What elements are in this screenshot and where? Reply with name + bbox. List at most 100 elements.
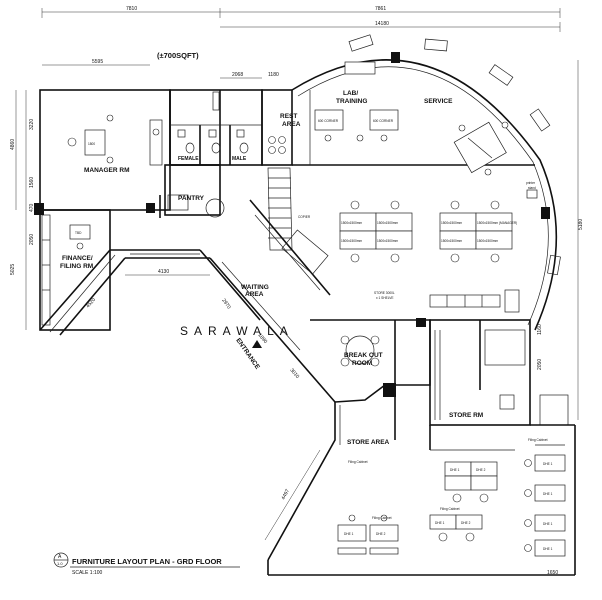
- workstation-cluster-right: [439, 200, 513, 263]
- room-label-manager: MANAGER RM: [84, 167, 130, 174]
- dim-right-2050: 2050: [537, 359, 543, 370]
- curved-office-walls: [291, 34, 561, 331]
- printer-label-2: stand: [528, 186, 536, 190]
- service-desks: [453, 121, 509, 176]
- dim-diag-4497: 4497: [280, 488, 291, 501]
- store-desk-c: DHE 1: [435, 521, 445, 525]
- store-note-1: STORE 3000L: [374, 291, 395, 295]
- drawing-title: FURNITURE LAYOUT PLAN - GRD FLOOR: [72, 557, 222, 566]
- staircase: [249, 167, 331, 296]
- right-desk-1: DHE 1: [543, 462, 553, 466]
- title-marker-top: A: [58, 554, 62, 560]
- store-area: [264, 397, 576, 576]
- dim-rest-width: 1180: [268, 72, 279, 78]
- store-desk-b: DHE 2: [476, 468, 486, 472]
- room-label-male: MALE: [232, 156, 247, 162]
- ws-label-4: 1500x1500mm: [377, 239, 398, 243]
- dim-mid-4130: 4130: [158, 269, 169, 275]
- area-note: (±700SQFT): [157, 51, 199, 60]
- finance-desk: [69, 224, 91, 240]
- dim-manager-width: 5595: [92, 59, 103, 65]
- dim-top-right: 7861: [375, 6, 386, 12]
- entrance-arrow-icon: [252, 340, 262, 348]
- room-label-service: SERVICE: [424, 98, 453, 105]
- store-desk-f: DHE 2: [376, 532, 386, 536]
- filing-cabinet-2: Filing Cabinet: [440, 507, 460, 511]
- manager-desk: [84, 129, 106, 156]
- dim-left-1560: 1560: [29, 177, 35, 188]
- filing-cabinet-1: Filing Cabinet: [372, 516, 392, 520]
- mid-cabinets: [429, 289, 520, 313]
- workstation-cluster-left: [339, 200, 413, 263]
- dim-left-5025: 5025: [10, 264, 16, 275]
- dim-diag-3010: 3010: [288, 367, 300, 380]
- right-desk-column: [524, 444, 566, 557]
- room-label-lab-1: LAB/: [343, 90, 358, 97]
- dim-diag-2970: 2970: [220, 298, 231, 311]
- drawing-scale: SCALE 1:100: [72, 570, 103, 576]
- left-block-walls: [34, 89, 221, 331]
- left-dimensions: 3220 4860 1560 470 2050 5025: [10, 90, 35, 330]
- store-desk-e: DHE 1: [344, 532, 354, 536]
- dim-diag-4520: 4520: [85, 297, 97, 309]
- ws-label-1: 1500x1500mm: [341, 221, 362, 225]
- store-desk-d: DHE 2: [461, 521, 471, 525]
- room-label-breakout-2: ROOM: [352, 360, 372, 367]
- ws-label-3: 1500x1500mm: [341, 239, 362, 243]
- breakout-room: [310, 318, 431, 403]
- store-desks-middle: [429, 461, 498, 542]
- right-desk-3: DHE 1: [543, 522, 553, 526]
- room-label-waiting-1: WAITING: [241, 284, 269, 291]
- room-label-rest-2: AREA: [282, 121, 301, 128]
- room-label-rest-1: REST: [280, 113, 297, 120]
- copier-label: COPIER: [298, 215, 311, 219]
- right-desk-2: DHE 1: [543, 492, 553, 496]
- entrance-walls: [39, 249, 336, 403]
- dim-left-4860: 4860: [10, 139, 16, 150]
- dim-bottom-1650: 1650: [547, 570, 558, 576]
- ws-label-6: 1500x1500mm (MANAGER): [477, 221, 517, 225]
- ws-label-2: 1500x1500mm: [377, 221, 398, 225]
- room-label-store-rm: STORE RM: [449, 412, 483, 419]
- dim-diag-1890: 1890: [256, 332, 268, 345]
- room-label-waiting-2: AREA: [245, 291, 264, 298]
- printer-label-1: printer: [526, 181, 536, 185]
- lab-desk-1: 600 CORNER: [318, 119, 339, 123]
- pantry: [164, 164, 225, 218]
- title-marker-bottom: 1.0: [57, 561, 63, 566]
- store-desks-lower: [337, 514, 399, 555]
- right-desk-4: DHE 1: [543, 547, 553, 551]
- toilet-block: [169, 89, 263, 166]
- room-label-store-area: STORE AREA: [347, 439, 390, 446]
- filing-cabinet-3: Filing Cabinet: [528, 438, 548, 442]
- filing-cabinet-4: Filing Cabinet: [348, 460, 368, 464]
- store-desk-a: DHE 1: [450, 468, 460, 472]
- dim-pantry-width: 2068: [232, 72, 243, 78]
- room-label-finance-2: FILING RM: [60, 263, 93, 270]
- store-note-2: x 1 SHELVE: [376, 296, 393, 300]
- ws-label-7: 1500x1500mm: [441, 239, 462, 243]
- room-label-lab-2: TRAINING: [336, 98, 367, 105]
- dim-right-1160: 1160: [537, 324, 543, 335]
- finance-desk-label: TBD: [75, 231, 82, 235]
- room-label-breakout-1: BREAK OUT: [344, 352, 383, 359]
- room-label-pantry: PANTRY: [178, 195, 205, 202]
- dim-top-span: 14180: [375, 21, 389, 27]
- dim-top-left: 7810: [126, 6, 137, 12]
- title-block: [53, 552, 240, 568]
- rest-area: [261, 89, 293, 166]
- room-label-finance-1: FINANCE/: [62, 255, 93, 262]
- right-dimensions: 5180 1160 2050: [537, 60, 584, 420]
- watermark: SARAWALA: [180, 324, 294, 338]
- dim-left-3220: 3220: [29, 119, 35, 130]
- room-label-female: FEMALE: [178, 156, 199, 162]
- lab-desk-2: 600 CORNER: [373, 119, 394, 123]
- store-room: [429, 319, 569, 426]
- dim-left-2050: 2050: [29, 234, 35, 245]
- top-dimensions: 7810 7861 14180 5595 2068 1180: [41, 6, 561, 79]
- dim-right-5180: 5180: [578, 219, 584, 230]
- ws-label-5: 1500x1500mm: [441, 221, 462, 225]
- manager-desk-label: 1800: [88, 142, 95, 146]
- dim-left-470: 470: [29, 203, 35, 212]
